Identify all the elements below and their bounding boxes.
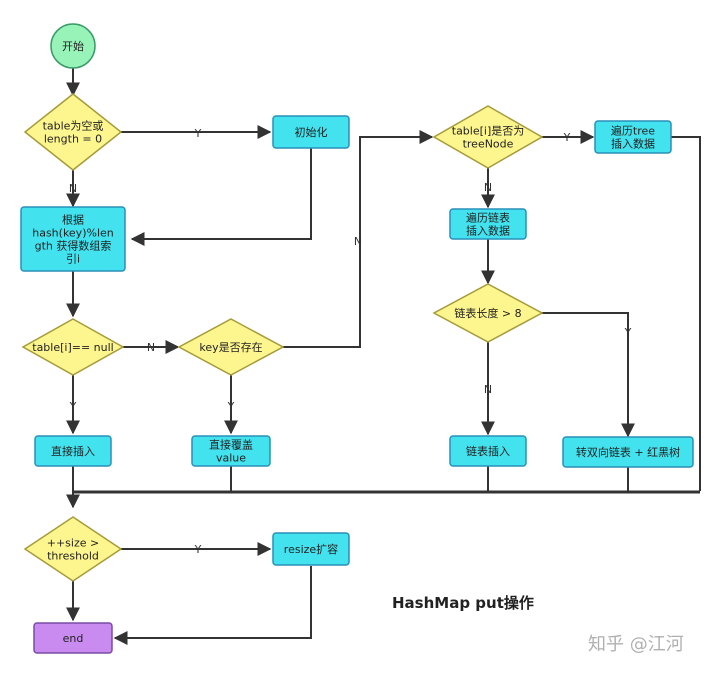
label-table-yes: Y xyxy=(194,127,202,140)
edge-resize-to-end xyxy=(113,566,312,645)
label-tree-yes: Y xyxy=(563,131,571,144)
node-shape xyxy=(50,23,96,69)
node-key-exists: key是否存在 xyxy=(177,318,285,376)
diagram-caption: HashMap put操作 xyxy=(392,594,534,612)
node-label: 链表插入 xyxy=(466,444,510,458)
edge-tree-insert-right xyxy=(671,136,701,491)
node-shape xyxy=(432,105,544,169)
edge-init-to-index xyxy=(130,148,312,246)
node-to-tree: 转双向链表 + 红黑树 xyxy=(562,436,694,468)
label-key-yes: Y xyxy=(227,400,235,413)
node-label: 遍历tree xyxy=(611,125,655,138)
label-null-no: N xyxy=(147,341,155,354)
node-shape xyxy=(21,318,125,376)
watermark: 知乎 @江河 xyxy=(588,634,684,655)
node-end: end xyxy=(33,622,113,654)
node-label: 遍历链表 xyxy=(466,211,510,225)
label-null-yes: Y xyxy=(69,400,77,413)
node-start: 开始 xyxy=(50,23,96,69)
node-label: 转双向链表 + 红黑树 xyxy=(576,445,680,459)
node-shape xyxy=(177,318,285,376)
node-shape xyxy=(594,120,672,154)
node-label: 根据 xyxy=(62,213,84,227)
node-shape xyxy=(33,622,113,654)
label-len-yes: Y xyxy=(624,326,632,339)
node-shape xyxy=(449,435,527,467)
node-label: 开始 xyxy=(62,39,84,53)
node-label: value xyxy=(216,452,246,465)
node-list-insert: 链表插入 xyxy=(449,435,527,467)
node-label: 引i xyxy=(66,252,80,266)
node-init: 初始化 xyxy=(272,115,350,149)
node-shape xyxy=(272,115,350,149)
connectors xyxy=(66,68,701,645)
node-shape xyxy=(20,206,126,272)
edge-labels: Y N N Y Y N Y N Y N Y xyxy=(69,127,632,556)
label-len-no: N xyxy=(484,383,492,396)
node-label: table[i]== null xyxy=(32,341,114,354)
node-label: 插入数据 xyxy=(611,137,655,151)
node-resize: resize扩容 xyxy=(272,532,350,566)
node-shape xyxy=(34,435,112,467)
node-shape xyxy=(191,435,271,467)
node-label: table[i]是否为 xyxy=(452,125,525,138)
node-label: table为空或 xyxy=(43,119,104,133)
node-shape xyxy=(272,532,350,566)
node-label: length = 0 xyxy=(44,133,102,146)
edge-len-yes xyxy=(541,312,635,438)
label-table-no: N xyxy=(69,182,77,195)
edge-key-no xyxy=(282,130,434,348)
label-tree-no: N xyxy=(484,181,492,194)
node-check-null: table[i]== null xyxy=(21,318,125,376)
node-label: ++size > xyxy=(47,537,99,550)
node-label: gth 获得数组索 xyxy=(35,239,112,253)
node-shape xyxy=(449,208,527,240)
node-shape xyxy=(432,283,544,343)
node-shape xyxy=(23,93,123,171)
node-label: 直接覆盖 xyxy=(209,438,253,452)
node-label: end xyxy=(63,632,84,645)
node-label: hash(key)%len xyxy=(32,227,114,240)
node-shape xyxy=(562,436,694,468)
node-label: 插入数据 xyxy=(466,224,510,238)
node-size-check: ++size >threshold xyxy=(23,516,123,582)
node-label: treeNode xyxy=(463,138,514,151)
node-label: threshold xyxy=(47,550,99,563)
node-list-len: 链表长度 > 8 xyxy=(432,283,544,343)
node-shape xyxy=(23,516,123,582)
node-label: 初始化 xyxy=(295,125,328,139)
node-label: 链表长度 > 8 xyxy=(454,306,521,320)
node-label: key是否存在 xyxy=(199,340,262,354)
node-label: 直接插入 xyxy=(51,444,95,458)
node-label: resize扩容 xyxy=(284,542,338,556)
node-insert-direct: 直接插入 xyxy=(34,435,112,467)
label-key-no: N xyxy=(354,235,362,248)
label-size-yes: Y xyxy=(194,543,202,556)
